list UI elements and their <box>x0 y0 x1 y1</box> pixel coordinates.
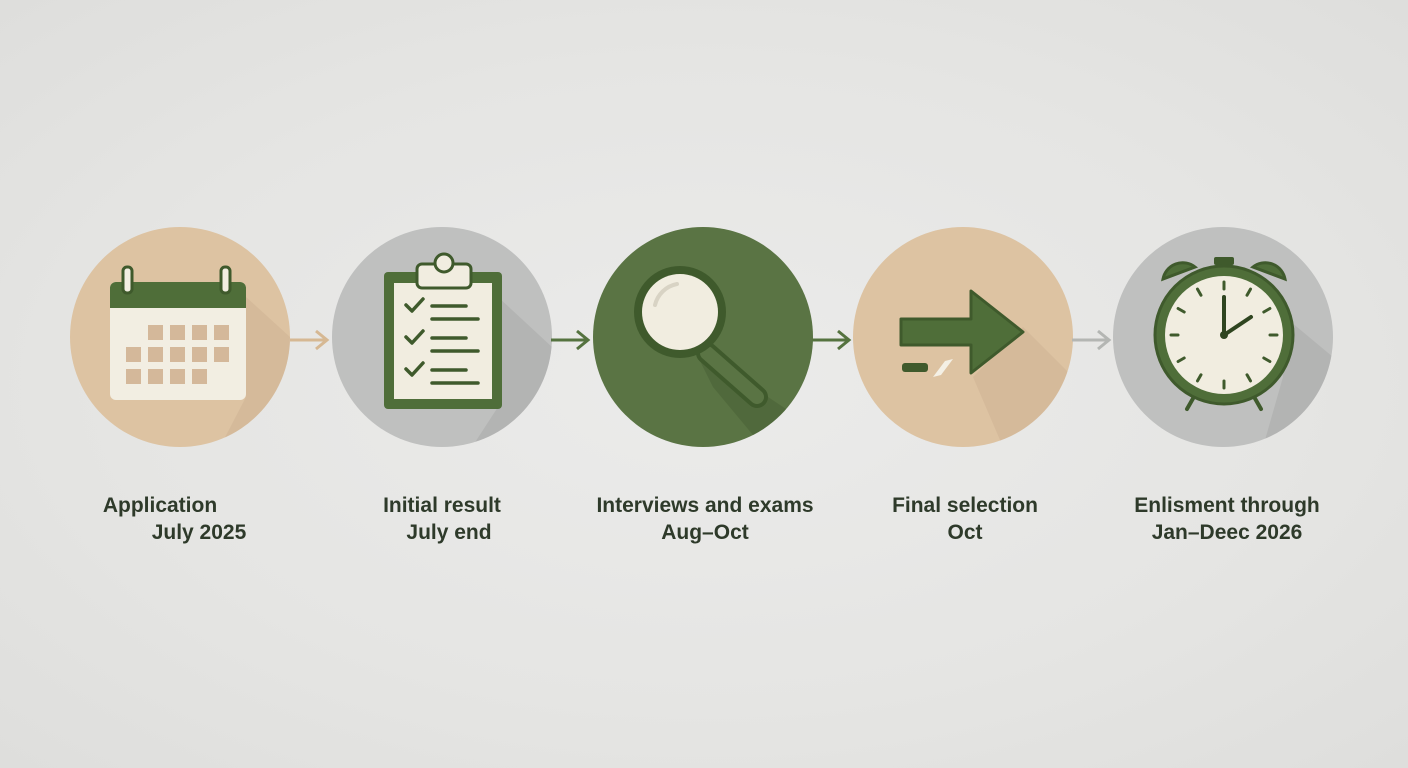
alarm-clock-icon <box>1153 257 1333 447</box>
step-initial-result-label: Initial result July end <box>312 492 572 546</box>
step-final-selection-date: Oct <box>947 521 983 544</box>
magnifying-glass-icon <box>634 266 813 447</box>
step-interviews-title: Interviews and exams <box>596 494 814 517</box>
step-enlistment-date: Jan–Deec 2026 <box>1151 521 1303 544</box>
step-enlistment-label: Enlisment through Jan–Deec 2026 <box>1097 492 1357 546</box>
step-application-date: July 2025 <box>151 521 247 544</box>
step-final-selection-circle <box>853 227 1073 447</box>
step-final-selection-title: Final selection <box>892 494 1038 517</box>
step-initial-result-circle <box>332 227 552 447</box>
arrow-right-icon <box>290 329 330 351</box>
step-interviews-date: Aug–Oct <box>661 521 749 544</box>
step-application-circle <box>70 227 290 447</box>
step-final-selection-label: Final selection Oct <box>835 492 1095 546</box>
step-interviews-label: Interviews and exams Aug–Oct <box>575 492 835 546</box>
step-application-label: Application July 2025 <box>50 492 310 546</box>
step-enlistment-title: Enlisment through <box>1134 494 1320 517</box>
clipboard-checklist-icon <box>384 252 552 447</box>
arrow-right-icon <box>812 329 852 351</box>
arrow-right-icon <box>551 329 591 351</box>
step-initial-result-title: Initial result <box>383 494 501 517</box>
arrow-right-icon <box>1072 329 1112 351</box>
right-arrow-icon <box>899 289 1073 447</box>
step-interviews-circle <box>593 227 813 447</box>
calendar-icon <box>110 265 290 447</box>
step-enlistment-circle <box>1113 227 1333 447</box>
step-initial-result-date: July end <box>406 521 492 544</box>
step-application-title: Application <box>102 494 218 517</box>
